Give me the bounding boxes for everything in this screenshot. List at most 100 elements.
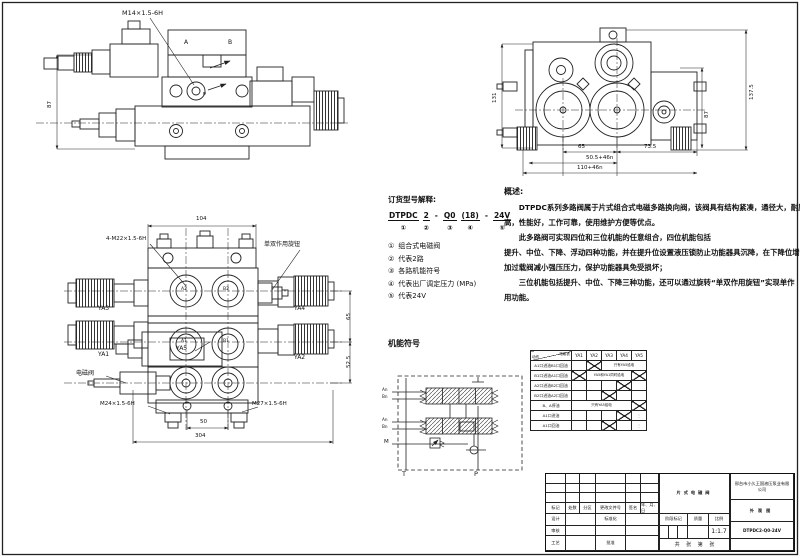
function-cell: ⋮ <box>631 410 647 421</box>
schematic-port-an-mid: An <box>382 417 388 422</box>
overview-line: 加过载阀减小强压压力，保护功能器具免受损坏； <box>504 263 667 272</box>
rev-header-mark: 标记 <box>546 503 566 515</box>
overview-line: 用功能。 <box>504 293 534 302</box>
end-dim-131: 131 <box>492 92 498 104</box>
overview-line: 高，性能好，工作可靠，使用维护方便等优点。 <box>504 218 660 227</box>
schematic-port-bn-top: Bn <box>382 394 388 399</box>
title-block: 标记 处数 分区 更改文件号 签名 年、月、日 设计 标准化 审核 工艺 批准 … <box>545 473 795 552</box>
order-code-part: - <box>434 211 438 220</box>
overview-text: DTPDC系列多路阀属于片式组合式电磁多路换向阀，该阀具有结构紧凑，通径大，耐压… <box>504 200 800 305</box>
rev-header-count: 处数 <box>566 503 580 515</box>
front-view-dimensions <box>132 224 352 444</box>
rev-header-docno: 更改文件号 <box>596 503 626 515</box>
overview-title: 概述: <box>504 187 524 196</box>
function-table-column: YA1 <box>571 350 587 361</box>
schematic-port-p: P <box>474 470 478 478</box>
end-dim-73-5: 73.5 <box>644 144 657 150</box>
function-cell <box>631 390 647 401</box>
front-ports-thread-label: 4-M22×1.5-6H <box>106 236 147 242</box>
function-cell: YA5和YA1同时给电 <box>586 370 632 381</box>
side-port-a-label: A <box>184 39 189 46</box>
function-cell <box>601 410 617 421</box>
function-cell <box>601 380 617 391</box>
standardization-label: 标准化 <box>596 514 626 526</box>
side-port-p-label: P <box>203 92 207 98</box>
front-view <box>64 224 352 444</box>
title-block-revision-area: 标记 处数 分区 更改文件号 签名 年、月、日 设计 标准化 审核 工艺 批准 <box>546 474 659 551</box>
side-view <box>36 17 348 160</box>
end-view-dimensions <box>500 29 748 176</box>
schematic-port-m: M <box>384 439 389 445</box>
function-cell <box>571 370 587 381</box>
function-cell <box>616 410 632 421</box>
rev-header-zone: 分区 <box>580 503 596 515</box>
front-ya3-label: YA3 <box>98 305 110 312</box>
overview-line: 此多路阀可实现四位和三位机能的任意组合，四位机能包括 <box>504 233 711 242</box>
approve-label: 批准 <box>596 536 626 551</box>
function-table-corner: 电磁铁动作 <box>530 350 572 361</box>
schematic-port-bn-mid: Bn <box>382 424 388 429</box>
schematic-port-t: T <box>402 470 406 478</box>
front-dim-65: 65 <box>346 313 352 320</box>
function-table-column: YA2 <box>586 350 602 361</box>
function-row-label: A1口回油 <box>530 420 572 431</box>
front-ya4-label: YA4 <box>294 305 306 312</box>
function-row-label: A1口进油B1口回油 <box>530 360 572 371</box>
side-port-b-label: B <box>228 39 233 46</box>
front-dim-50: 50 <box>200 419 207 425</box>
function-row-label: B1口进油A1口回油 <box>530 370 572 381</box>
hydraulic-schematic <box>392 375 523 471</box>
audit-label: 审核 <box>546 525 566 537</box>
process-label: 工艺 <box>546 536 566 551</box>
function-cell <box>586 380 602 391</box>
side-thread-label: M14×1.5-6H <box>122 9 164 17</box>
title-block-right: 邢台市小久王国液压泵业有限公司 外观图 DTPDC2-Q0-24V <box>730 474 794 551</box>
side-dim-87: 87 <box>47 101 53 108</box>
function-cell: ⋮ <box>631 420 647 431</box>
function-cell <box>601 390 617 401</box>
function-cell <box>571 410 587 421</box>
overview-line: 提升、中位、下降、浮动四种功能，并在提升位设置液压锁防止功能器具沉降，在下降位增 <box>504 248 800 257</box>
schematic-port-an-top: An <box>382 387 388 392</box>
drawing-type: 外观图 <box>731 500 794 522</box>
front-ya1-label: YA1 <box>98 351 110 358</box>
function-row-label: B2口进油A2口回油 <box>530 390 572 401</box>
front-port-a2: A2 <box>181 287 187 292</box>
function-table-row: A2口进油B2口回油 <box>530 380 647 391</box>
overview-section: 概述: DTPDC系列多路阀属于片式组合式电磁多路换向阀，该阀具有结构紧凑，通径… <box>504 186 800 305</box>
function-cell <box>571 390 587 401</box>
front-port-b1: B1 <box>223 339 229 344</box>
function-cell <box>616 390 632 401</box>
function-cell: 只有YA5给电 <box>601 360 647 371</box>
function-cell <box>586 360 602 371</box>
function-table-column: YA3 <box>601 350 617 361</box>
title-block-middle: 片式电磁阀 阶段标记 质量 比例 1:1.7 共 张 第 张 <box>659 474 730 552</box>
order-code-part: (18)④ <box>460 211 480 232</box>
function-cell <box>631 380 647 391</box>
function-table-row: A1口回油 ⋮ <box>530 420 647 431</box>
front-dim-104: 104 <box>196 216 207 222</box>
function-cell <box>616 380 632 391</box>
function-cell <box>631 370 647 381</box>
front-dim-304: 304 <box>195 433 206 439</box>
function-cell <box>571 360 587 371</box>
function-cell: 只有YA5给电 <box>571 400 632 411</box>
front-ya5-label: YA5 <box>176 345 188 352</box>
front-solenoid-label: 电磁阀 <box>76 370 95 377</box>
function-cell <box>601 420 617 431</box>
function-row-label: B、A停油 <box>530 400 572 411</box>
